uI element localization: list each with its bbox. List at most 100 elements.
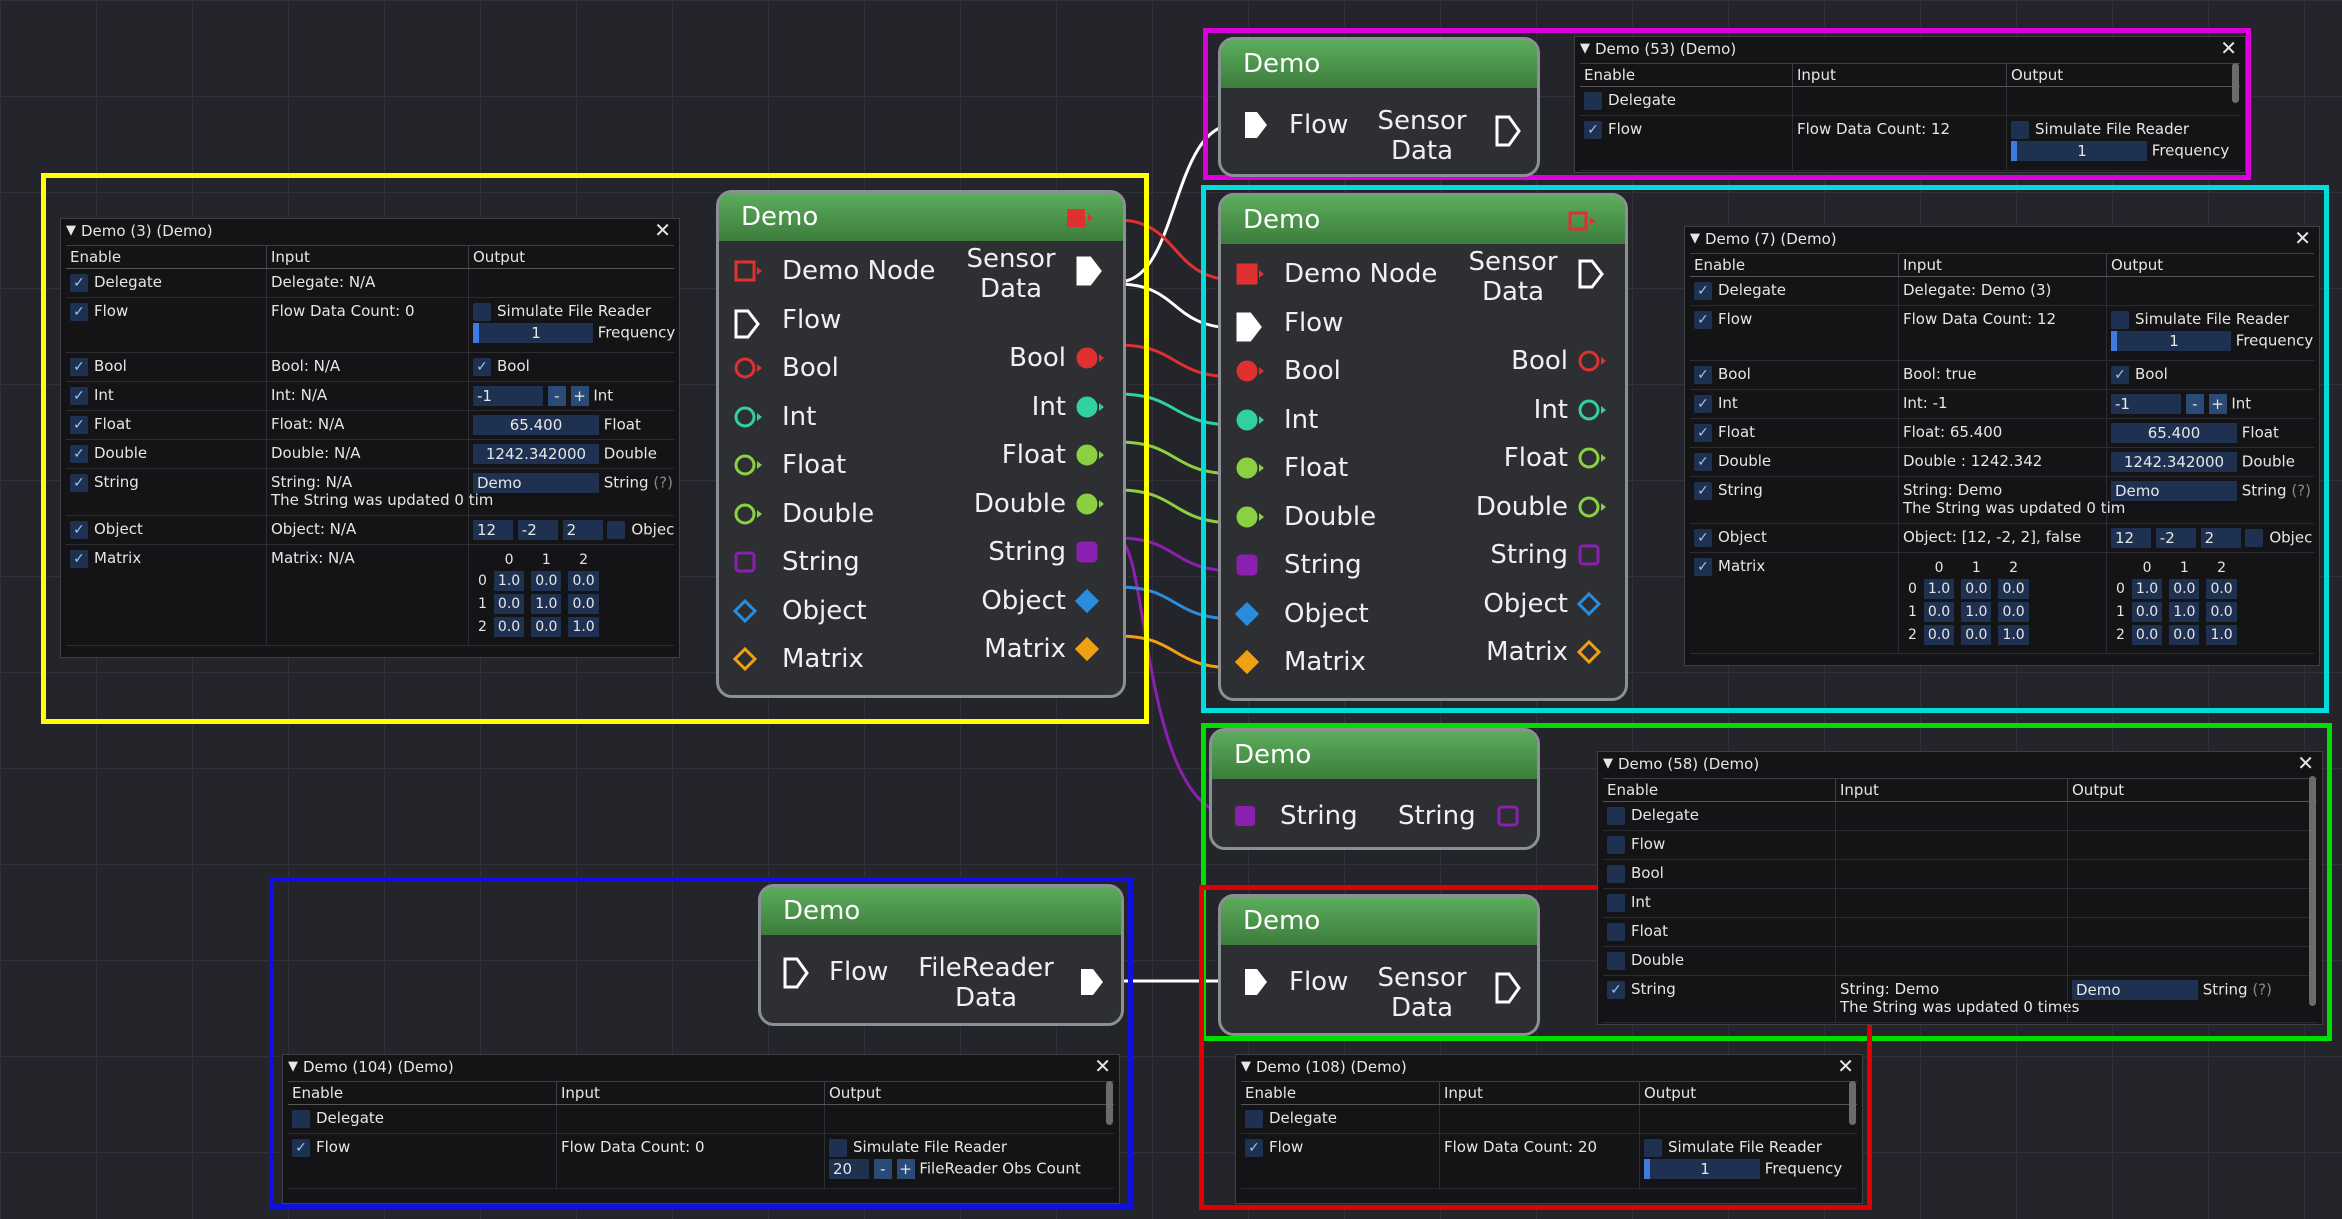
checkbox[interactable] [1584,91,1602,110]
matrix-cell[interactable]: 0.0 [2131,602,2163,622]
checkbox[interactable]: ✓ [70,473,88,492]
frequency-slider[interactable]: 1 [473,322,593,343]
checkbox[interactable]: ✓ [1694,423,1712,442]
collapse-triangle-icon[interactable]: ▼ [66,223,76,238]
bool-in-pin-icon[interactable] [734,357,764,383]
int-out-pin-icon[interactable] [1578,399,1608,425]
checkbox[interactable] [2245,529,2264,547]
object-x-input[interactable]: 12 [473,520,513,540]
string-input[interactable]: Demo [2111,481,2237,501]
string-out-pin-icon[interactable] [1578,544,1608,570]
scrollbar[interactable] [1849,1081,1856,1125]
matrix-cell[interactable]: 1.0 [568,617,599,637]
help-marker[interactable]: (?) [2252,980,2272,999]
flow-in-pin-icon[interactable] [1243,967,1269,997]
checkbox[interactable] [2111,310,2129,329]
window-title-bar[interactable]: ▼Demo (3) (Demo)✕ [61,219,679,243]
flow-in-pin-icon[interactable] [1243,110,1269,140]
checkbox[interactable] [473,302,491,321]
window-title-bar[interactable]: ▼Demo (108) (Demo)✕ [1236,1055,1862,1079]
close-icon[interactable]: ✕ [2294,226,2311,250]
demo-node-in-pin-icon[interactable] [734,260,764,286]
int-input[interactable]: -1 [2111,394,2181,414]
object-out-pin-icon[interactable] [1074,588,1106,616]
string-input[interactable]: Demo [2072,980,2198,1000]
checkbox[interactable]: ✓ [1694,481,1712,500]
collapse-triangle-icon[interactable]: ▼ [288,1059,298,1074]
matrix-in-pin-icon[interactable] [732,646,764,674]
scrollbar[interactable] [2232,63,2239,103]
checkbox[interactable]: ✓ [1694,557,1712,576]
checkbox[interactable]: ✓ [473,357,491,376]
double-in-pin-icon[interactable] [1236,506,1266,532]
matrix-cell[interactable]: 0.0 [1961,625,1992,645]
frequency-slider[interactable]: 1 [2111,330,2231,351]
collapse-triangle-icon[interactable]: ▼ [1690,231,1700,246]
double-out-pin-icon[interactable] [1076,493,1106,519]
demo-node-2[interactable]: Demo [1218,193,1628,701]
checkbox[interactable]: ✓ [1245,1138,1263,1157]
increment-button[interactable]: + [896,1158,915,1179]
decrement-button[interactable]: - [2185,394,2204,414]
demo-node-53[interactable]: Demo Flow Sensor Data [1218,37,1540,177]
matrix-cell[interactable]: 1.0 [1998,625,2029,645]
decrement-button[interactable]: - [547,386,566,406]
matrix-cell[interactable]: 1.0 [493,571,525,591]
checkbox[interactable]: ✓ [1694,452,1712,471]
matrix-cell[interactable]: 0.0 [493,617,525,637]
obs-count-input[interactable]: 20 [829,1158,869,1179]
matrix-cell[interactable]: 1.0 [1923,579,1955,599]
bool-out-pin-icon[interactable] [1076,347,1106,373]
matrix-cell[interactable]: 1.0 [1961,602,1992,622]
matrix-cell[interactable]: 1.0 [2131,579,2163,599]
checkbox[interactable]: ✓ [2111,365,2129,384]
checkbox[interactable]: ✓ [1694,310,1712,329]
matrix-cell[interactable]: 0.0 [2131,625,2163,645]
checkbox[interactable]: ✓ [1694,528,1712,547]
matrix-cell[interactable]: 0.0 [2169,579,2200,599]
sensor-data-out-pin-icon[interactable] [1495,972,1523,1004]
collapse-triangle-icon[interactable]: ▼ [1241,1059,1251,1074]
int-in-pin-icon[interactable] [1236,409,1266,435]
matrix-out-pin-icon[interactable] [1576,640,1608,667]
window-title-bar[interactable]: ▼Demo (104) (Demo)✕ [283,1055,1119,1079]
matrix-cell[interactable]: 0.0 [531,571,562,591]
matrix-cell[interactable]: 0.0 [531,617,562,637]
matrix-cell[interactable]: 1.0 [531,594,562,614]
double-input[interactable]: 1242.342000 [473,444,599,464]
object-in-pin-icon[interactable] [1234,601,1266,629]
int-input[interactable]: -1 [473,386,543,406]
string-out-pin-icon[interactable] [1497,805,1519,827]
object-in-pin-icon[interactable] [732,598,764,626]
double-input[interactable]: 1242.342000 [2111,452,2237,472]
checkbox[interactable]: ✓ [1607,980,1625,999]
checkbox[interactable]: ✓ [70,444,88,463]
object-z-input[interactable]: 2 [2200,528,2241,548]
checkbox[interactable]: ✓ [292,1138,310,1157]
sensor-data-out-pin-icon[interactable] [1578,259,1606,293]
scrollbar[interactable] [1106,1081,1113,1125]
checkbox[interactable] [1245,1109,1263,1128]
matrix-cell[interactable]: 0.0 [1961,579,1992,599]
object-out-pin-icon[interactable] [1576,591,1608,619]
close-icon[interactable]: ✕ [1094,1054,1111,1078]
exec-pin-icon[interactable] [1568,210,1597,232]
matrix-cell[interactable]: 1.0 [2206,625,2237,645]
exec-pin-icon[interactable] [1067,207,1095,229]
matrix-cell[interactable]: 0.0 [2206,602,2237,622]
matrix-cell[interactable]: 0.0 [1923,625,1955,645]
string-in-pin-icon[interactable] [1236,554,1266,580]
close-icon[interactable]: ✕ [2297,751,2314,775]
float-in-pin-icon[interactable] [734,454,764,480]
flow-in-pin-icon[interactable] [734,309,762,343]
bool-out-pin-icon[interactable] [1578,350,1608,376]
checkbox[interactable]: ✓ [70,357,88,376]
checkbox[interactable] [1644,1138,1662,1157]
sensor-data-out-pin-icon[interactable] [1076,256,1104,290]
window-title-bar[interactable]: ▼Demo (53) (Demo)✕ [1575,37,2245,61]
